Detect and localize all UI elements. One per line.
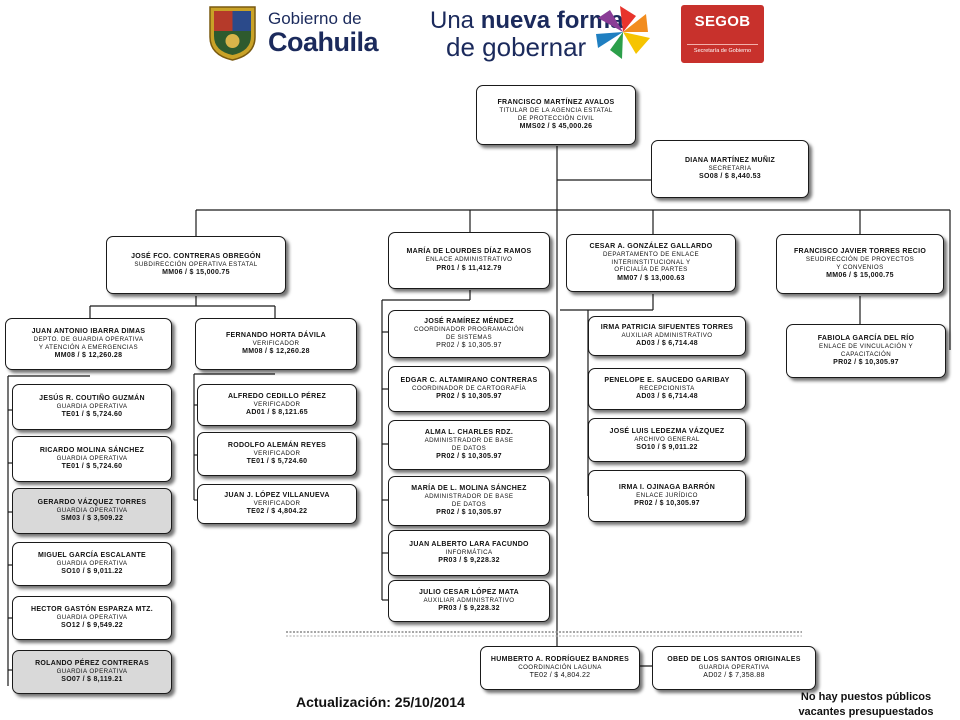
position-box-guardia-coutino: JESÚS R. COUTIÑO GUZMÁN GUARDIA OPERATIV… bbox=[12, 384, 172, 430]
position-box-auxiliar-administrativo: IRMA PATRICIA SIFUENTES TORRES AUXILIAR … bbox=[588, 316, 746, 356]
pinwheel-icon bbox=[592, 4, 654, 60]
slogan-de-gobernar: de gobernar bbox=[446, 32, 587, 62]
gobierno-line2: Coahuila bbox=[268, 27, 379, 57]
position-box-verificador-aleman: RODOLFO ALEMÁN REYES VERIFICADOR TE01 / … bbox=[197, 432, 357, 476]
position-box-subdireccion-operativa: JOSÉ FCO. CONTRERAS OBREGÓN SUBDIRECCIÓN… bbox=[106, 236, 286, 294]
position-box-coordinacion-laguna: HUMBERTO A. RODRÍGUEZ BANDRES COORDINACI… bbox=[480, 646, 640, 690]
gobierno-line1: Gobierno de bbox=[268, 9, 362, 28]
coahuila-crest bbox=[205, 5, 260, 61]
position-box-archivo-general: JOSÉ LUIS LEDEZMA VÁZQUEZ ARCHIVO GENERA… bbox=[588, 418, 746, 462]
position-box-enlace-juridico: IRMA I. OJINAGA BARRÓN ENLACE JURÍDICO P… bbox=[588, 470, 746, 522]
position-box-administrador-bd-molina: MARÍA DE L. MOLINA SÁNCHEZ ADMINISTRADOR… bbox=[388, 476, 550, 526]
position-box-coordinador-sistemas: JOSÉ RAMÍREZ MÉNDEZ COORDINADOR PROGRAMA… bbox=[388, 310, 550, 358]
gobierno-coahuila-logo: Gobierno de Coahuila bbox=[268, 10, 408, 62]
segob-logo: SEGOB Secretaría de Gobierno bbox=[681, 5, 764, 63]
position-box-coordinador-cartografia: EDGAR C. ALTAMIRANO CONTRERAS COORDINADO… bbox=[388, 366, 550, 412]
position-box-guardia-esparza: HECTOR GASTÓN ESPARZA MTZ. GUARDIA OPERA… bbox=[12, 596, 172, 640]
position-box-subdireccion-proyectos: FRANCISCO JAVIER TORRES RECIO SEUDIRECCI… bbox=[776, 234, 944, 294]
position-box-guardia-santos: OBED DE LOS SANTOS ORIGINALES GUARDIA OP… bbox=[652, 646, 816, 690]
segob-title: SEGOB bbox=[694, 13, 751, 30]
position-box-verificador-lopez: JUAN J. LÓPEZ VILLANUEVA VERIFICADOR TE0… bbox=[197, 484, 357, 524]
position-box-guardia-operativa-depto: JUAN ANTONIO IBARRA DIMAS DEPTO. DE GUAR… bbox=[5, 318, 172, 370]
position-box-auxiliar-lopez-mata: JULIO CESAR LÓPEZ MATA AUXILIAR ADMINIST… bbox=[388, 580, 550, 622]
slogan-una: Una bbox=[430, 7, 475, 34]
position-box-titular: FRANCISCO MARTÍNEZ AVALOS TITULAR DE LA … bbox=[476, 85, 636, 145]
position-box-administrador-bd-charles: ALMA L. CHARLES RDZ. ADMINISTRADOR DE BA… bbox=[388, 420, 550, 470]
position-box-enlace-interinstitucional: CESAR A. GONZÁLEZ GALLARDO DEPARTAMENTO … bbox=[566, 234, 736, 292]
slogan-logo: Una nueva forma de gobernar bbox=[430, 7, 623, 62]
position-box-enlace-administrativo: MARÍA DE LOURDES DÍAZ RAMOS ENLACE ADMIN… bbox=[388, 232, 550, 289]
update-date: Actualización: 25/10/2014 bbox=[296, 694, 465, 710]
position-box-enlace-vinculacion: FABIOLA GARCÍA DEL RÍO ENLACE DE VINCULA… bbox=[786, 324, 946, 378]
position-box-recepcionista: PENELOPE E. SAUCEDO GARIBAY RECEPCIONIST… bbox=[588, 368, 746, 410]
segob-subtitle: Secretaría de Gobierno bbox=[693, 48, 752, 54]
position-box-informatica: JUAN ALBERTO LARA FACUNDO INFORMÁTICA PR… bbox=[388, 530, 550, 576]
vacancy-note: No hay puestos públicos vacantes presupu… bbox=[776, 690, 956, 720]
slogan-nueva-forma: nueva forma bbox=[480, 7, 624, 34]
position-box-guardia-perez: ROLANDO PÉREZ CONTRERAS GUARDIA OPERATIV… bbox=[12, 650, 172, 694]
position-box-guardia-molina: RICARDO MOLINA SÁNCHEZ GUARDIA OPERATIVA… bbox=[12, 436, 172, 482]
position-box-secretaria: DIANA MARTÍNEZ MUÑIZ SECRETARIA SO08 / $… bbox=[651, 140, 809, 198]
position-box-verificador-jefe: FERNANDO HORTA DÁVILA VERIFICADOR MM08 /… bbox=[195, 318, 357, 370]
position-box-guardia-vazquez: GERARDO VÁZQUEZ TORRES GUARDIA OPERATIVA… bbox=[12, 488, 172, 534]
vacancy-note-line1: No hay puestos públicos bbox=[800, 691, 932, 703]
vacancy-note-line2: vacantes presupuestados bbox=[798, 706, 934, 718]
position-box-guardia-garcia: MIGUEL GARCÍA ESCALANTE GUARDIA OPERATIV… bbox=[12, 542, 172, 586]
position-box-verificador-cedillo: ALFREDO CEDILLO PÉREZ VERIFICADOR AD01 /… bbox=[197, 384, 357, 426]
